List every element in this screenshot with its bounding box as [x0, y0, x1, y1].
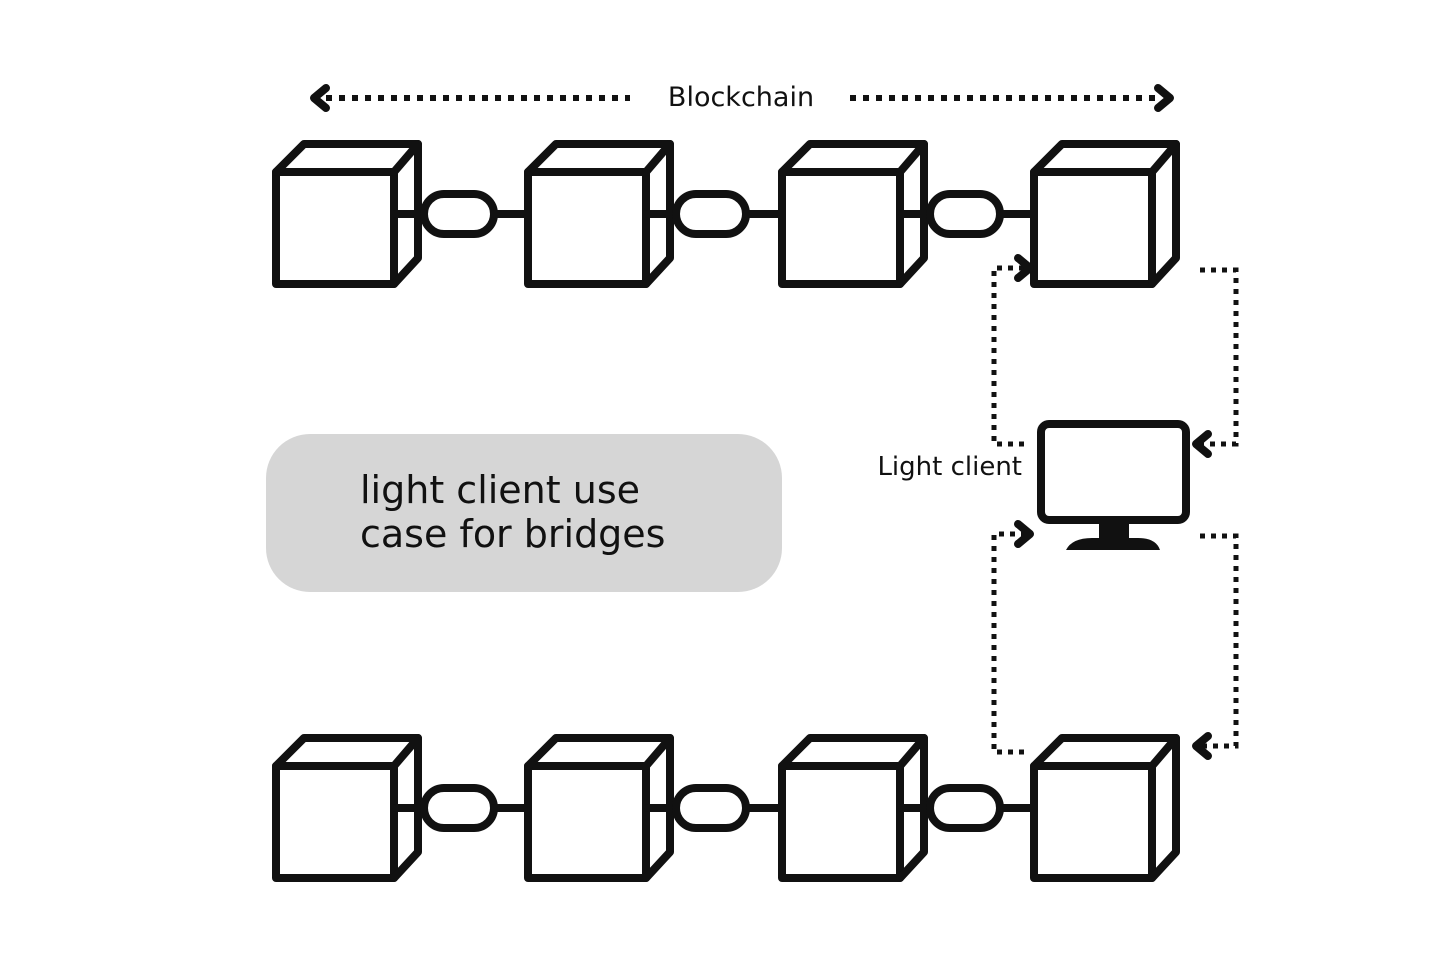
caption-line-1: light client use — [360, 468, 640, 512]
light-client-label: Light client — [877, 452, 1022, 482]
sync-connection-bottom — [991, 520, 1239, 760]
blockchain-span-arrow — [310, 84, 1174, 112]
sync-connection-top — [991, 254, 1239, 458]
top-chain — [276, 144, 1176, 284]
bottom-chain — [276, 738, 1176, 878]
blockchain-label: Blockchain — [668, 82, 814, 113]
monitor-icon — [1037, 420, 1190, 550]
caption-line-2: case for bridges — [360, 512, 665, 556]
top-block-4 — [1034, 144, 1176, 284]
bottom-block-4 — [1034, 738, 1176, 878]
caption-box — [266, 434, 782, 592]
